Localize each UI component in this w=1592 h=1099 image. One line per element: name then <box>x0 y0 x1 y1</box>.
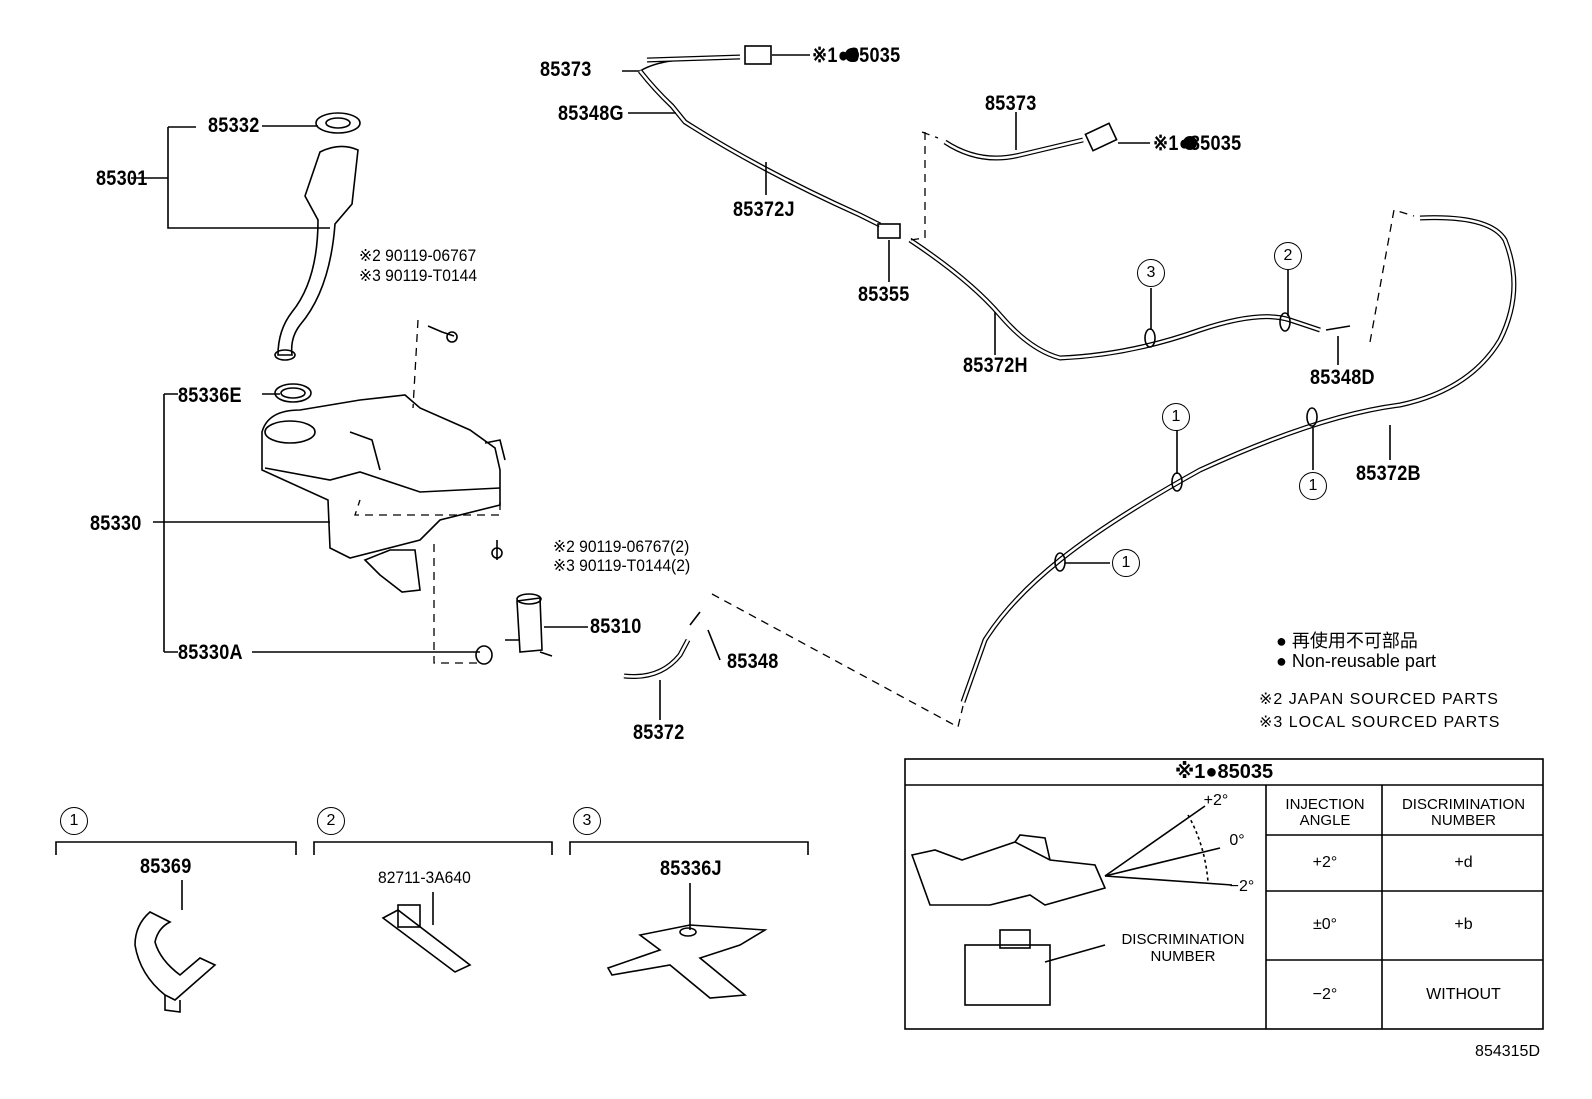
label-85330: 85330 <box>90 512 142 535</box>
callout-1-c: 1 <box>1112 549 1140 577</box>
label-85332: 85332 <box>208 114 260 137</box>
header-discrimination: DISCRIMINATION <box>1401 796 1526 813</box>
legend-non-reusable-en: ● Non-reusable part <box>1276 651 1436 671</box>
clip-callout-1: 1 <box>60 807 88 835</box>
angle-zero-label: 0° <box>1229 832 1245 849</box>
label-bolt-local-upper: ※3 90119-T0144 <box>359 266 478 285</box>
row-angle: ±0° <box>1312 916 1338 933</box>
label-85336E: 85336E <box>178 384 242 407</box>
legend-japan-sourced: ※2 JAPAN SOURCED PARTS <box>1259 691 1499 708</box>
row-angle: +2° <box>1312 854 1338 871</box>
label-85348: 85348 <box>727 650 779 673</box>
label-85372B: 85372B <box>1356 462 1421 485</box>
row-disc: +b <box>1454 916 1473 933</box>
clip-callout-3: 3 <box>573 807 601 835</box>
row-angle: −2° <box>1312 986 1338 1003</box>
clip-part-85369: 85369 <box>140 855 192 878</box>
label-85373-right: 85373 <box>985 92 1037 115</box>
label-85301: 85301 <box>96 167 148 190</box>
callout-3: 3 <box>1137 259 1165 287</box>
row-disc: WITHOUT <box>1426 986 1501 1003</box>
label-bolt-local-lower: ※3 90119-T0144(2) <box>553 556 691 575</box>
label-85035-upper: ※1●85035 <box>812 44 901 67</box>
label-85348G: 85348G <box>558 102 624 125</box>
label-bolt-japan-lower: ※2 90119-06767(2) <box>553 537 690 556</box>
header-angle: ANGLE <box>1299 812 1351 829</box>
label-85310: 85310 <box>590 615 642 638</box>
clip-callout-2: 2 <box>317 807 345 835</box>
callout-2: 2 <box>1274 242 1302 270</box>
callout-1-b: 1 <box>1299 472 1327 500</box>
disc-number-label-2: NUMBER <box>1150 948 1216 965</box>
label-85372H: 85372H <box>963 354 1028 377</box>
label-85348D: 85348D <box>1310 366 1375 389</box>
label-bolt-japan-upper: ※2 90119-06767 <box>359 246 477 265</box>
label-85330A: 85330A <box>178 641 243 664</box>
label-85035-right: ※1●85035 <box>1153 132 1242 155</box>
callout-1-a: 1 <box>1162 403 1190 431</box>
label-85372: 85372 <box>633 721 685 744</box>
label-85372J: 85372J <box>733 198 795 221</box>
clip-part-85336J: 85336J <box>660 857 722 880</box>
angle-minus-label: −2° <box>1229 878 1255 895</box>
disc-number-label-1: DISCRIMINATION <box>1121 931 1245 948</box>
clip-part-82711: 82711-3A640 <box>378 868 471 887</box>
legend-non-reusable-jp: ● 再使用不可部品 <box>1276 631 1418 651</box>
label-85373-upper: 85373 <box>540 58 592 81</box>
figure-code: 854315D <box>1475 1043 1540 1060</box>
angle-plus-label: +2° <box>1203 792 1229 809</box>
row-disc: +d <box>1454 854 1473 871</box>
header-number: NUMBER <box>1430 812 1496 829</box>
label-85355: 85355 <box>858 283 910 306</box>
legend-local-sourced: ※3 LOCAL SOURCED PARTS <box>1259 714 1501 731</box>
table-title: ※1●85035 <box>1174 761 1274 783</box>
header-injection: INJECTION <box>1285 796 1365 813</box>
